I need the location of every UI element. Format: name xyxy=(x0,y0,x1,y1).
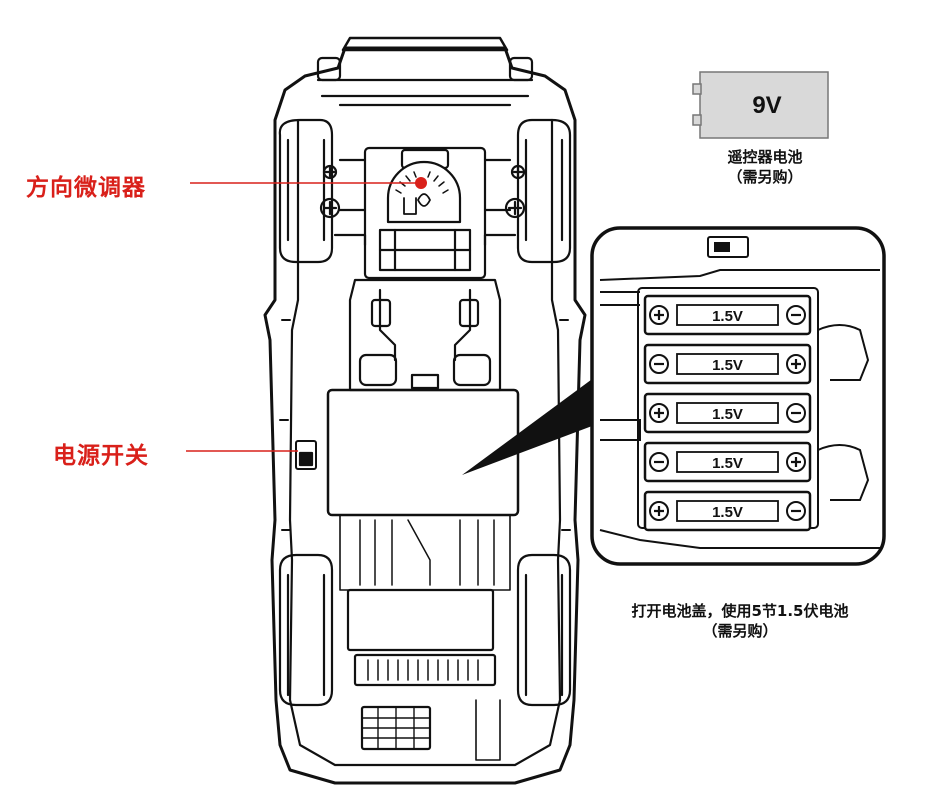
remote-battery-caption-line1: 遥控器电池 xyxy=(727,148,803,166)
battery-cover xyxy=(326,388,520,517)
front-left-wheel xyxy=(278,118,334,264)
battery-cell-label: 1.5V xyxy=(712,357,743,374)
battery-cell: 1.5V xyxy=(643,392,812,434)
battery-cell-label: 1.5V xyxy=(712,504,743,521)
battery-cell-label: 1.5V xyxy=(712,406,743,423)
battery-cell-label: 1.5V xyxy=(712,308,743,325)
car-battery-caption: 打开电池盖，使用5节1.5伏电池 （需另购） xyxy=(570,601,910,641)
rear-chassis xyxy=(339,514,511,761)
plus-terminal-icon xyxy=(791,359,801,369)
chassis-center xyxy=(348,278,502,392)
power-switch-label: 电源开关 xyxy=(53,443,149,469)
car-battery-caption-line2: （需另购） xyxy=(702,622,778,640)
trim-adjuster-label: 方向微调器 xyxy=(26,175,146,201)
plus-terminal-icon xyxy=(654,310,664,320)
9v-battery-label: 9V xyxy=(752,92,781,119)
plus-terminal-icon xyxy=(791,457,801,467)
remote-battery-caption: 遥控器电池 （需另购） xyxy=(690,147,840,187)
car-underside-outline xyxy=(263,36,587,785)
battery-cell-label: 1.5V xyxy=(712,455,743,472)
remote-battery-caption-line2: （需另购） xyxy=(727,168,803,186)
rear-right-wheel xyxy=(516,553,572,707)
battery-compartment-inset: 1.5V 1.5V 1.5V 1.5V 1.5V xyxy=(590,226,886,566)
trim-dial xyxy=(386,160,462,224)
zoom-pointer xyxy=(462,360,618,475)
battery-cell: 1.5V xyxy=(643,490,812,532)
battery-cells: 1.5V 1.5V 1.5V 1.5V 1.5V xyxy=(643,294,812,532)
plus-terminal-icon xyxy=(654,506,664,516)
trim-adjuster-dot xyxy=(415,177,427,189)
body-mount-tabs xyxy=(279,319,571,531)
front-right-wheel xyxy=(516,118,572,264)
battery-cell: 1.5V xyxy=(643,343,812,385)
rear-left-wheel xyxy=(278,553,334,707)
plus-terminal-icon xyxy=(654,408,664,418)
power-switch xyxy=(295,440,317,470)
9v-battery: 9V xyxy=(692,71,829,139)
battery-cell: 1.5V xyxy=(643,441,812,483)
compartment-switch xyxy=(707,236,749,258)
battery-cell: 1.5V xyxy=(643,294,812,336)
car-battery-caption-line1: 打开电池盖，使用5节1.5伏电池 xyxy=(631,602,849,620)
steering-assembly xyxy=(319,146,526,280)
